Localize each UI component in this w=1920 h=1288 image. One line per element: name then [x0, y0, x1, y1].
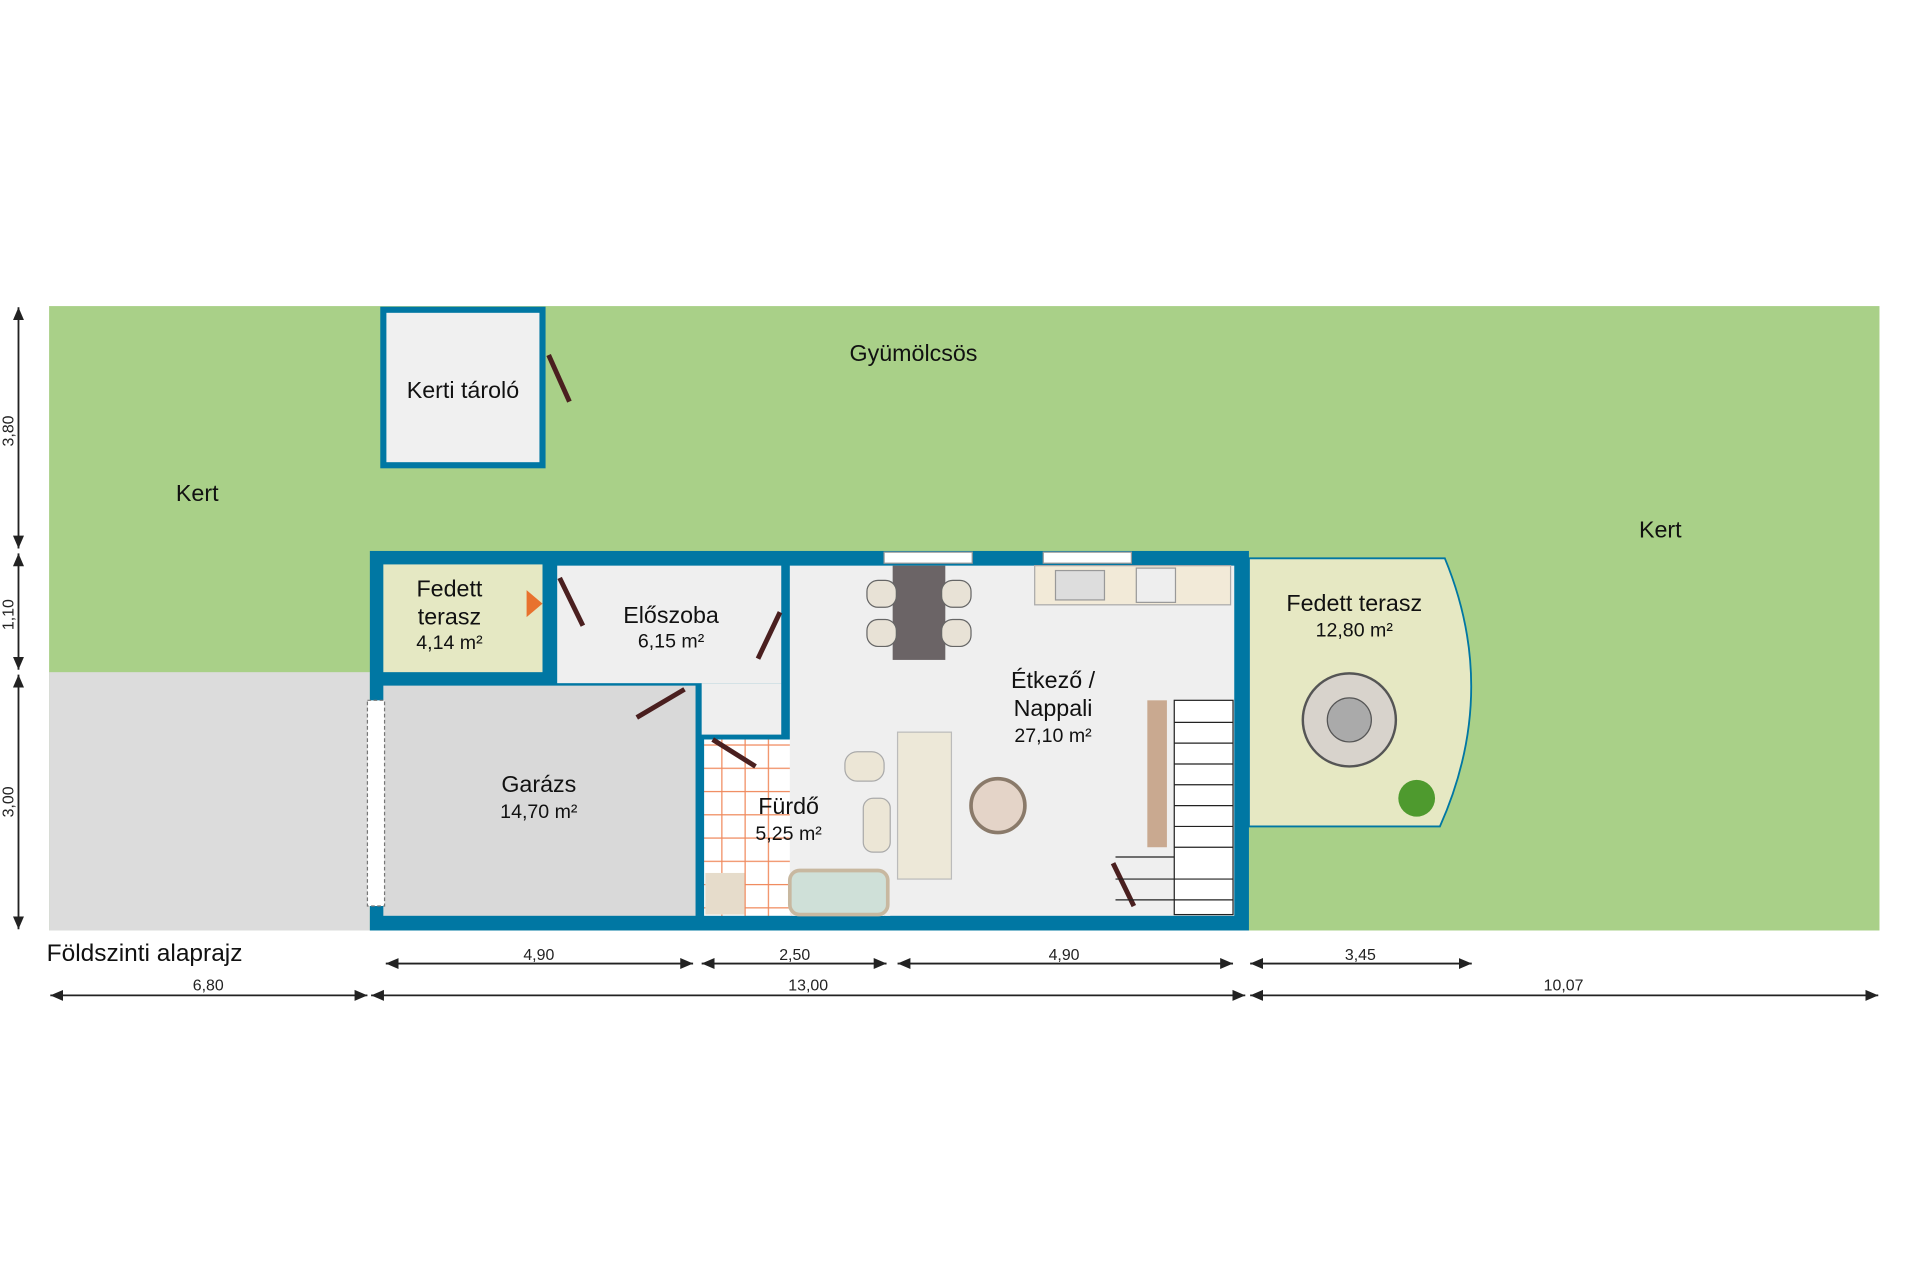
label-terrace-small-2: terasz: [418, 603, 481, 629]
door-icon: [546, 354, 572, 403]
label-garage: Garázs: [501, 771, 576, 797]
label-terrace-small: Fedett: [416, 575, 482, 601]
sink-icon: [1054, 569, 1106, 601]
dim-top-1: 4,90: [523, 947, 554, 964]
dim-top-4: 3,45: [1345, 947, 1376, 964]
dim-top-2: 2,50: [779, 947, 810, 964]
label-garden-right: Kert: [1639, 516, 1682, 542]
dim-vertical-3: 3,00: [1, 786, 18, 817]
shelf-icon: [1147, 700, 1167, 848]
area-terrace-small: 4,14 m²: [416, 632, 483, 654]
room-hall: [557, 565, 782, 684]
label-orchard: Gyümölcsös: [850, 340, 978, 366]
washbasin-icon: [862, 797, 891, 853]
window: [883, 551, 973, 564]
area-terrace-big: 12,80 m²: [1316, 620, 1394, 642]
dim-vertical-1: 3,80: [1, 415, 18, 446]
label-bath: Fürdő: [758, 793, 819, 819]
room-covered-terrace: [383, 564, 543, 673]
entry-arrow-icon: [526, 590, 543, 618]
sofa-icon: [896, 731, 953, 880]
cabinet-icon: [705, 872, 745, 915]
stove-icon: [1135, 567, 1177, 603]
dimension-lines: [12, 307, 1879, 1001]
label-living: Étkező /: [1011, 667, 1096, 693]
room-hall-passage: [701, 683, 782, 735]
area-garage: 14,70 m²: [500, 801, 578, 823]
label-hall: Előszoba: [623, 602, 719, 628]
dim-bottom-3: 10,07: [1544, 977, 1584, 994]
garage-door: [366, 699, 386, 907]
room-living: [789, 565, 1235, 916]
chair-icons: [866, 579, 972, 648]
area-bath: 5,25 m²: [755, 823, 822, 845]
area-hall: 6,15 m²: [638, 631, 705, 653]
toilet-icon: [844, 751, 885, 782]
plant-icon: [1398, 779, 1436, 817]
room-garage: [383, 685, 696, 916]
patio-table-icon: [1301, 672, 1398, 768]
garden-shed: [380, 306, 572, 469]
doors: [557, 576, 1137, 908]
dim-bottom-1: 6,80: [193, 977, 224, 994]
dim-top-3: 4,90: [1049, 947, 1080, 964]
coffee-table-icon: [969, 776, 1027, 835]
label-shed: Kerti tároló: [407, 377, 519, 403]
label-living-2: Nappali: [1014, 695, 1093, 721]
bathtub-icon: [787, 868, 890, 917]
dining-table-icon: [892, 565, 946, 660]
label-garden-left: Kert: [176, 480, 219, 506]
label-terrace-big: Fedett terasz: [1286, 590, 1422, 616]
dim-bottom-2: 13,00: [788, 977, 828, 994]
dim-vertical-2: 1,10: [1, 599, 18, 630]
plan-title: Földszinti alaprajz: [47, 940, 243, 967]
window: [1042, 551, 1133, 564]
staircase-icon: [1115, 699, 1234, 916]
garage-driveway: [49, 672, 370, 931]
area-living: 27,10 m²: [1014, 725, 1092, 747]
